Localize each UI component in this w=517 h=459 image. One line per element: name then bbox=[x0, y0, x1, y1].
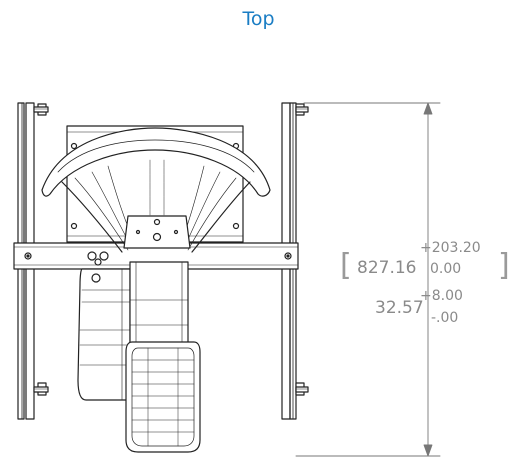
wheel bbox=[125, 341, 201, 453]
metric-bracket-close: ] bbox=[498, 248, 510, 283]
horn-funnel bbox=[41, 127, 271, 253]
dimension-annotation: [ 827.16 +203.20 0.00 ] 32.57 +8.00 -.00 bbox=[340, 240, 510, 326]
imperial-value: 32.57 bbox=[375, 298, 424, 318]
metric-value: 827.16 bbox=[357, 258, 416, 278]
center-column bbox=[129, 261, 189, 346]
motor-housing-left bbox=[77, 268, 131, 401]
metric-lower-tolerance: 0.00 bbox=[430, 261, 461, 277]
metric-upper-tolerance: +203.20 bbox=[420, 240, 481, 256]
imperial-upper-tolerance: +8.00 bbox=[420, 288, 463, 304]
dimension-lines bbox=[295, 102, 441, 457]
view-title: Top bbox=[242, 8, 275, 30]
imperial-lower-tolerance: -.00 bbox=[431, 310, 458, 326]
metric-bracket-open: [ bbox=[340, 248, 352, 283]
